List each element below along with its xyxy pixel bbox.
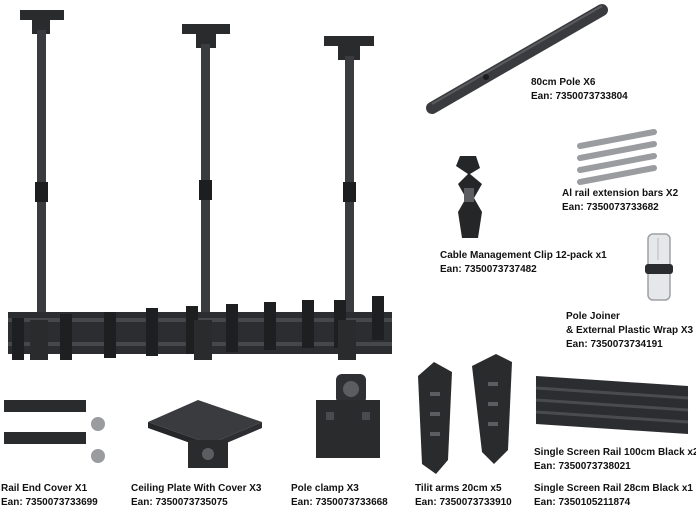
pole-80cm-image	[426, 4, 608, 114]
rail-extension-bars-image	[577, 129, 657, 185]
rail-end-cover-image	[4, 400, 105, 463]
cable-clip-image	[456, 156, 482, 238]
video-wall-mount-assembly	[8, 10, 392, 360]
ceiling-plate-image	[148, 400, 262, 468]
pole-clamp-image	[316, 374, 380, 458]
pole-joiner-image	[645, 233, 673, 301]
single-screen-rail-image	[535, 376, 689, 434]
tilt-arms-image	[418, 354, 512, 474]
